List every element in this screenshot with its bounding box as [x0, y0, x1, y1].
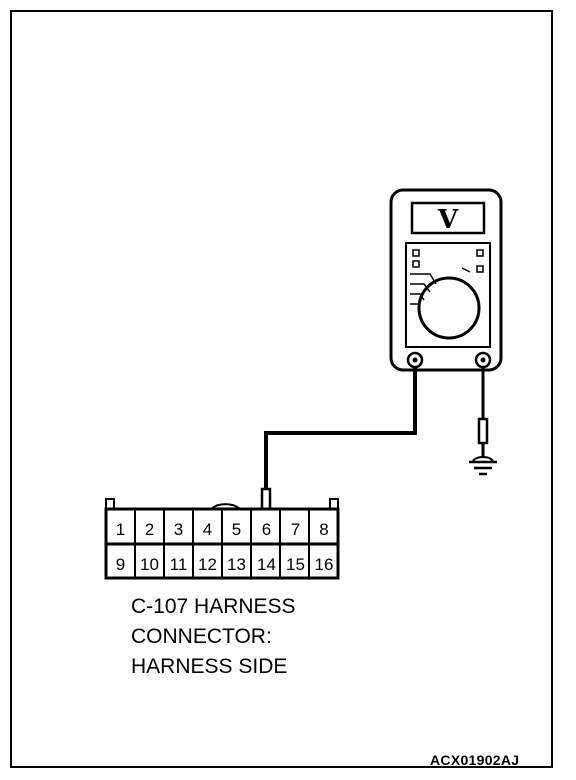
harness-connector: 1 2 3 4 5 6 7 8 9 10 11 12 13 14 15 16 — [104, 498, 340, 580]
pin-9: 9 — [116, 555, 125, 574]
figure-code: ACX01902AJ — [430, 752, 520, 768]
pin-2: 2 — [145, 520, 154, 539]
probe-jack-right[interactable] — [474, 351, 492, 369]
pin-8: 8 — [319, 520, 328, 539]
pin-10: 10 — [140, 555, 159, 574]
connector-label-line-1: C-107 HARNESS — [131, 595, 296, 618]
pin-5: 5 — [232, 520, 241, 539]
pin-3: 3 — [174, 520, 183, 539]
pin-7: 7 — [291, 520, 300, 539]
pin-14: 14 — [257, 555, 276, 574]
meter-dial[interactable] — [417, 276, 481, 340]
pin-4: 4 — [203, 520, 212, 539]
ground-symbol-icon — [469, 443, 497, 476]
pin-6: 6 — [262, 520, 271, 539]
figure-frame — [10, 10, 553, 768]
connector-label-line-3: HARNESS SIDE — [131, 655, 288, 678]
probe-jack-left[interactable] — [406, 351, 424, 369]
pin-16: 16 — [315, 555, 334, 574]
voltmeter: V — [389, 188, 503, 372]
pin-11: 11 — [170, 555, 188, 574]
pin-15: 15 — [286, 555, 305, 574]
connector-label-line-2: CONNECTOR: — [131, 625, 272, 648]
meter-mode-symbol: V — [437, 205, 459, 235]
pin-1: 1 — [116, 520, 125, 539]
probe-lead-to-pin — [264, 367, 417, 492]
pin-13: 13 — [227, 555, 246, 574]
pin-12: 12 — [198, 555, 217, 574]
